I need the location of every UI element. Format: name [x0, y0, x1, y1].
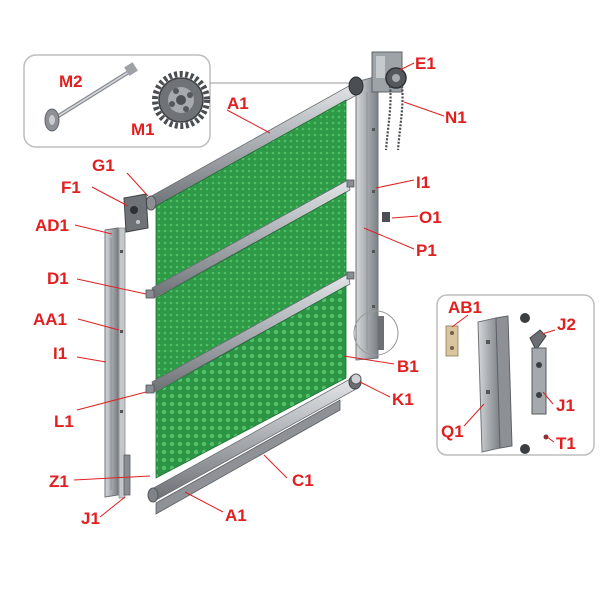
label-o1: O1: [419, 208, 442, 227]
bar-clips: [145, 179, 390, 394]
label-a1-bottom: A1: [225, 506, 247, 525]
label-l1: L1: [54, 412, 74, 431]
label-d1: D1: [47, 269, 69, 288]
label-t1: T1: [556, 434, 576, 453]
part-labels: M2 M1 A1 E1 N1 G1 F1 I1 AD1 O1 P1 D1 AA1…: [33, 54, 576, 528]
label-p1: P1: [416, 241, 437, 260]
end-cap-k1: [350, 373, 362, 385]
label-aa1: AA1: [33, 310, 67, 329]
label-j1-bottom: J1: [81, 509, 100, 528]
motor-unit-e1: [371, 51, 407, 151]
shaft-gear-inset: [23, 54, 211, 148]
inset-frame-right: [436, 294, 595, 456]
left-guide-rail: [104, 227, 131, 499]
label-k1: K1: [392, 390, 414, 409]
label-f1: F1: [61, 178, 81, 197]
label-j2: J2: [557, 315, 576, 334]
label-ad1: AD1: [35, 216, 69, 235]
side-bracket-f1: [123, 193, 149, 233]
label-ab1: AB1: [448, 298, 482, 317]
label-a1-top: A1: [227, 94, 249, 113]
label-e1: E1: [415, 54, 436, 73]
lock-detail-inset: [436, 294, 595, 456]
bottom-roller-tube: [147, 374, 362, 503]
curtain-panel-lower: [155, 285, 347, 479]
right-guide-rail: [355, 75, 379, 361]
bottom-profile-c1: [155, 399, 341, 515]
label-m2: M2: [59, 72, 83, 91]
label-b1: B1: [397, 357, 419, 376]
label-g1: G1: [92, 156, 115, 175]
gear-part-m1: [152, 71, 210, 129]
label-z1: Z1: [49, 472, 69, 491]
label-i1-right: I1: [416, 173, 430, 192]
label-i1-left: I1: [53, 344, 67, 363]
leader-lines: [73, 62, 556, 518]
inset-frame: [23, 54, 211, 148]
label-m1: M1: [131, 120, 155, 139]
detail-callout-circle: [353, 310, 399, 356]
label-q1: Q1: [441, 422, 464, 441]
label-j1-inset: J1: [556, 396, 575, 415]
shaft-part-m2: [44, 62, 138, 132]
label-c1: C1: [292, 471, 314, 490]
label-n1: N1: [445, 108, 467, 127]
